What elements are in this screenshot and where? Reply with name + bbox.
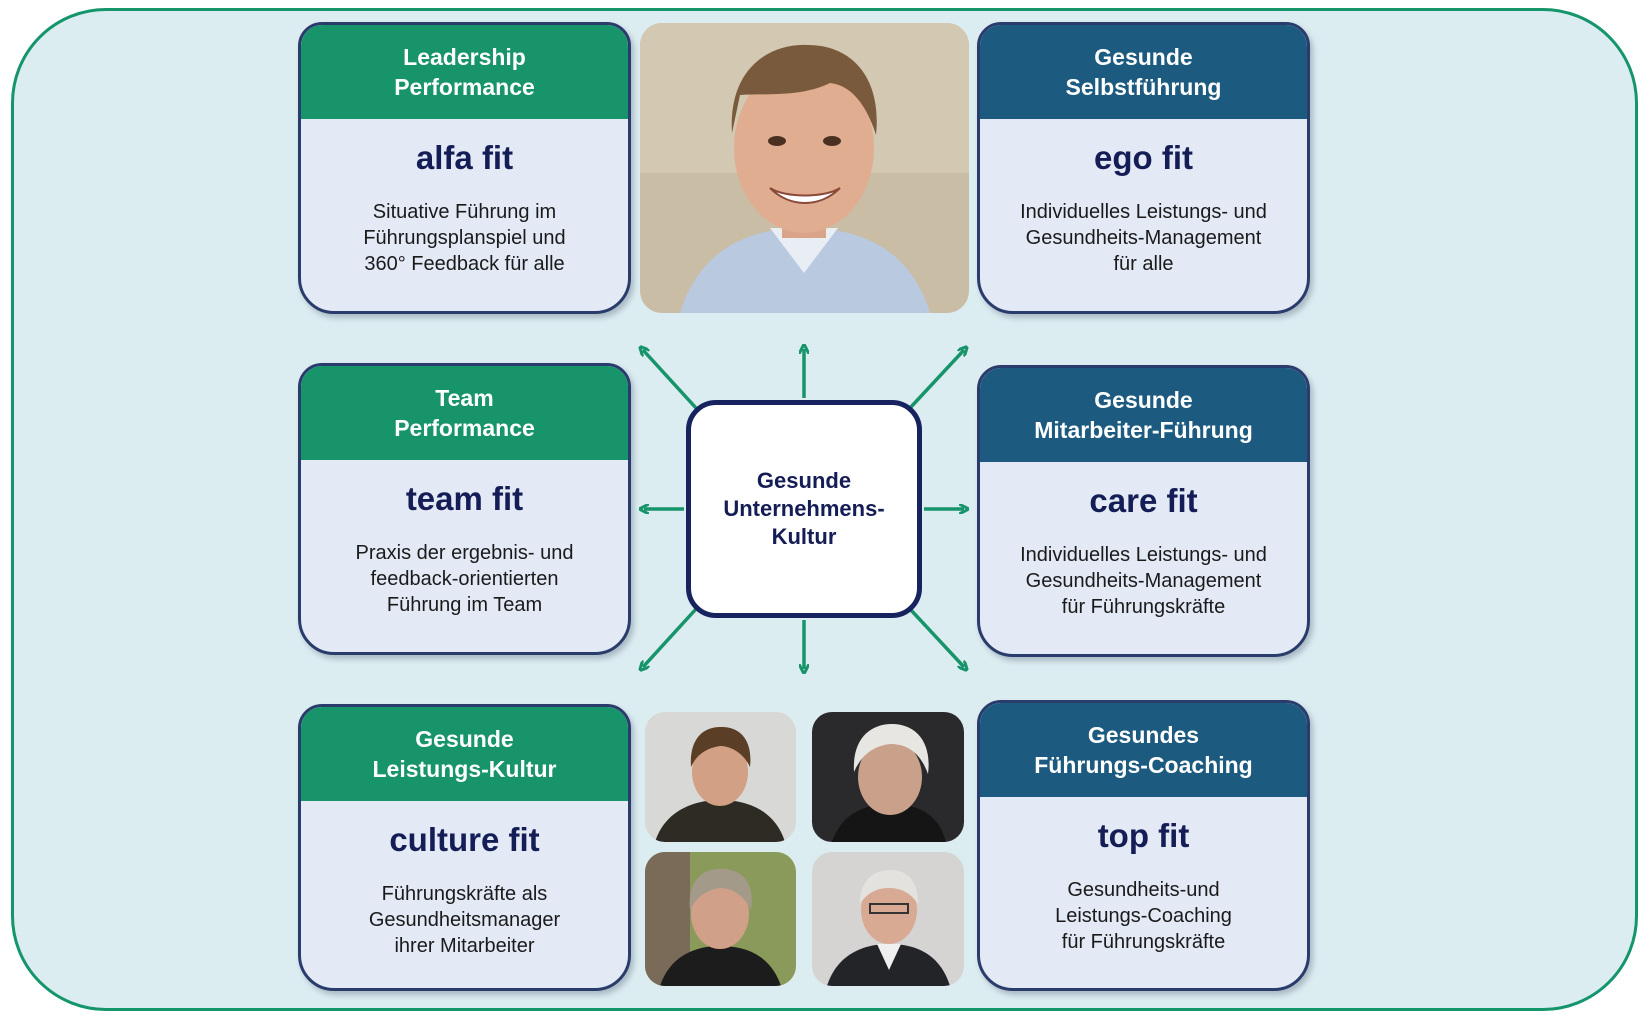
card-team-fit: Team Performance team fit Praxis der erg… (298, 363, 631, 655)
card-top-fit: Gesundes Führungs-Coaching top fit Gesun… (977, 700, 1310, 991)
card-culture-fit: Gesunde Leistungs-Kultur culture fit Füh… (298, 704, 631, 991)
card-culture-description: Führungskräfte als Gesundheitsmanager ih… (368, 883, 561, 957)
card-top-description: Gesundheits-und Leistungs-Coaching für F… (1055, 879, 1232, 953)
card-culture-title: culture fit (389, 821, 540, 858)
card-ego-description: Individuelles Leistungs- und Gesundheits… (1020, 201, 1267, 275)
card-care-fit: Gesunde Mitarbeiter-Führung care fit Ind… (977, 365, 1310, 657)
card-top-header: Gesundes Führungs-Coaching (980, 703, 1307, 797)
card-team-header: Team Performance (301, 366, 628, 460)
arrow-up-right (908, 350, 964, 410)
arrow-up-left (643, 350, 698, 410)
portrait-photo-main (640, 23, 969, 313)
card-care-description: Individuelles Leistungs- und Gesundheits… (1020, 544, 1267, 618)
card-care-title: care fit (1089, 482, 1198, 519)
card-team-description: Praxis der ergebnis- und feedback-orient… (355, 542, 574, 616)
card-ego-title: ego fit (1094, 139, 1193, 176)
card-culture-header: Gesunde Leistungs-Kultur (301, 707, 628, 801)
center-culture-box: Gesunde Unternehmens- Kultur (686, 400, 922, 618)
arrow-down-right (908, 607, 964, 667)
card-ego-header: Gesunde Selbstführung (980, 25, 1307, 119)
card-top-title: top fit (1097, 817, 1190, 854)
portrait-photo-small-3 (645, 852, 796, 986)
portrait-photo-small-1 (645, 712, 796, 842)
arrow-down-left (643, 607, 698, 667)
card-alfa-header: Leadership Performance (301, 25, 628, 119)
card-alfa-title: alfa fit (415, 139, 514, 176)
card-alfa-description: Situative Führung im Führungsplanspiel u… (363, 201, 566, 275)
card-ego-fit: Gesunde Selbstführung ego fit Individuel… (977, 22, 1310, 314)
card-care-header: Gesunde Mitarbeiter-Führung (980, 368, 1307, 462)
portrait-photo-small-2 (812, 712, 964, 842)
portrait-photo-small-4 (812, 852, 964, 986)
card-alfa-fit: Leadership Performance alfa fit Situativ… (298, 22, 631, 314)
card-team-title: team fit (405, 480, 524, 517)
